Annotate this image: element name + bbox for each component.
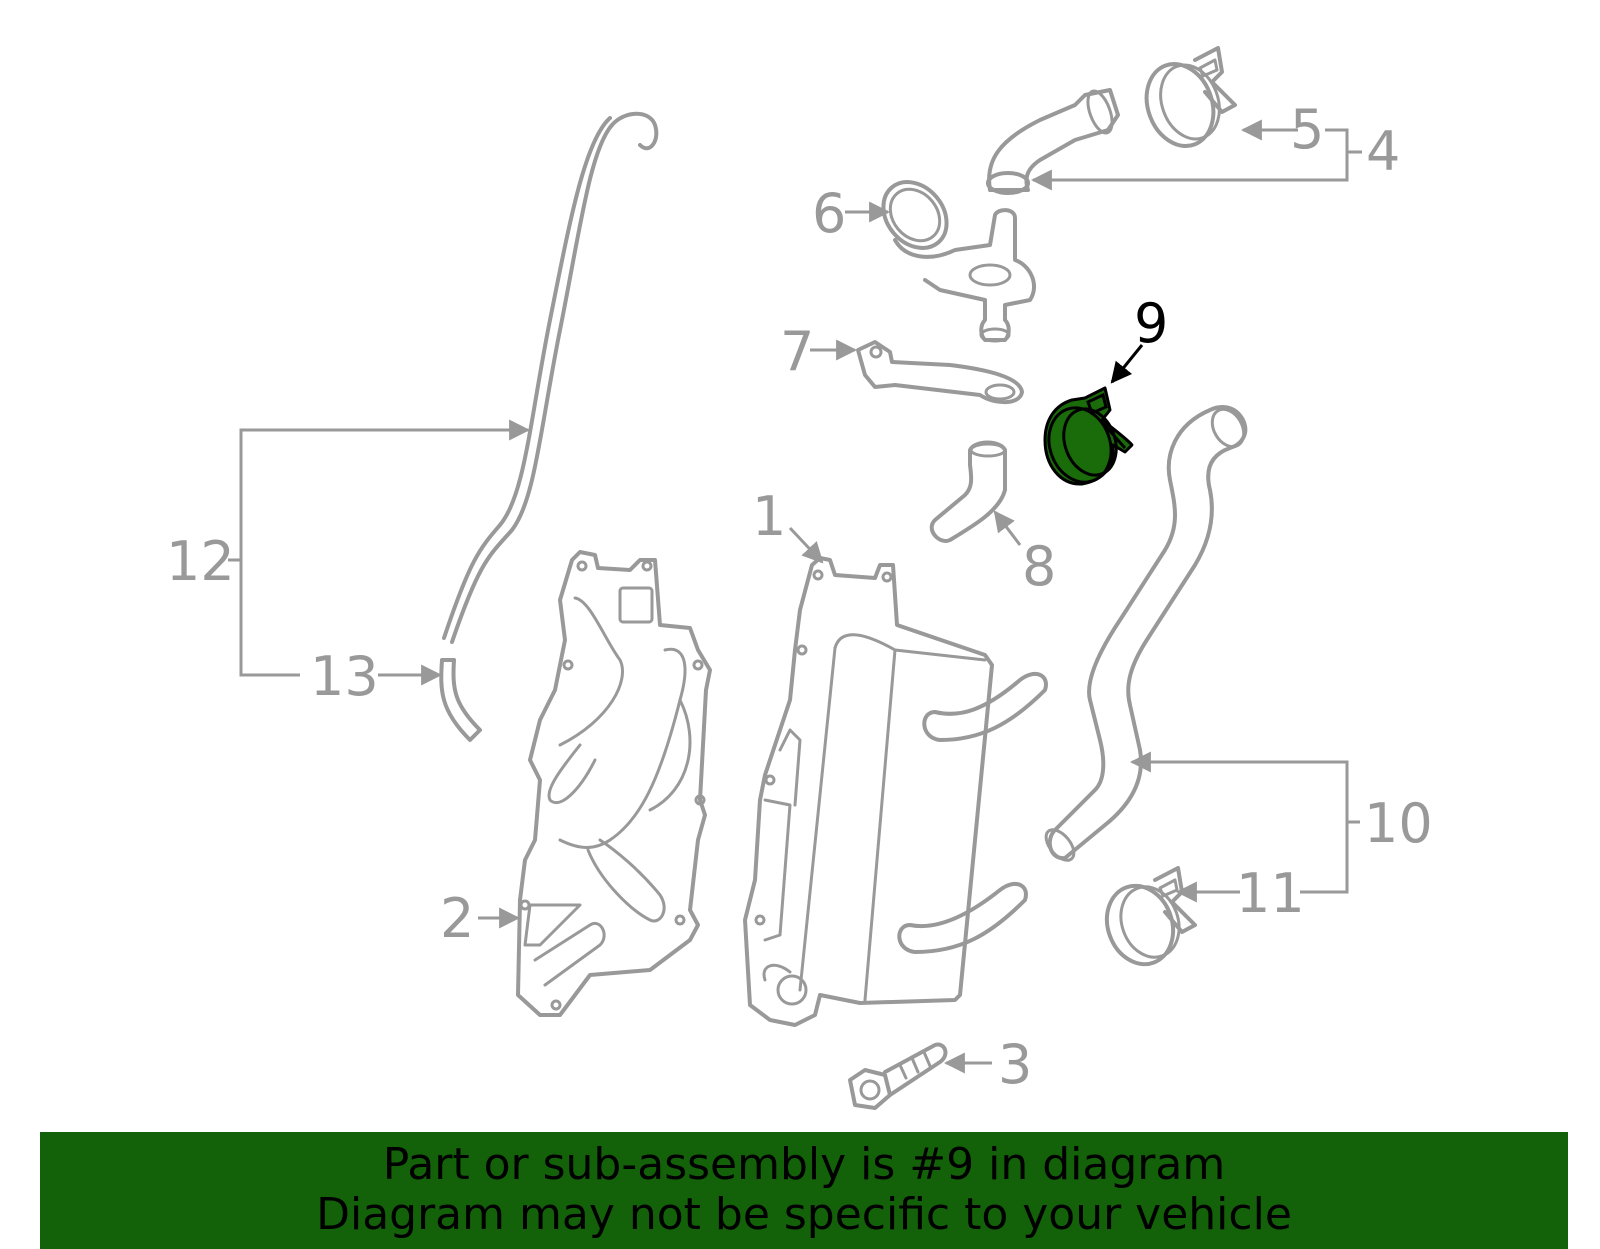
part-4-elbow [986, 88, 1120, 195]
callout-12: 12 [166, 530, 235, 593]
callout-7: 7 [780, 320, 814, 383]
part-2-gasket [516, 550, 712, 1017]
callout-8: 8 [1022, 535, 1056, 598]
part-8-elbow [929, 440, 1007, 543]
part-12-tube [442, 111, 659, 644]
leader-lines [228, 119, 1362, 1074]
part-9-clamp-highlighted [1043, 386, 1134, 486]
callout-9: 9 [1134, 292, 1168, 355]
part-3-bolt [848, 1042, 948, 1110]
part-1-cooler [743, 556, 1048, 1027]
info-banner: Part or sub-assembly is #9 in diagram Di… [40, 1132, 1568, 1249]
part-7-bracket [856, 340, 1024, 405]
callout-2: 2 [440, 887, 474, 950]
callout-3: 3 [998, 1033, 1032, 1096]
callout-11: 11 [1236, 862, 1305, 925]
part-10-hose [1044, 405, 1248, 862]
callout-13: 13 [310, 645, 379, 708]
callout-labels: 1 2 3 4 5 6 7 8 9 10 11 12 13 [166, 98, 1433, 1096]
banner-line-1: Part or sub-assembly is #9 in diagram [382, 1139, 1226, 1190]
callout-4: 4 [1366, 120, 1400, 183]
callout-6: 6 [812, 182, 846, 245]
part-13-hose [439, 658, 482, 742]
banner-line-2: Diagram may not be specific to your vehi… [316, 1189, 1292, 1240]
callout-1: 1 [752, 485, 786, 548]
callout-5: 5 [1290, 98, 1324, 161]
part-5-clamp [1144, 46, 1237, 148]
part-6-housing [881, 180, 1036, 343]
callout-10: 10 [1364, 792, 1433, 855]
part-11-clamp [1104, 866, 1197, 967]
